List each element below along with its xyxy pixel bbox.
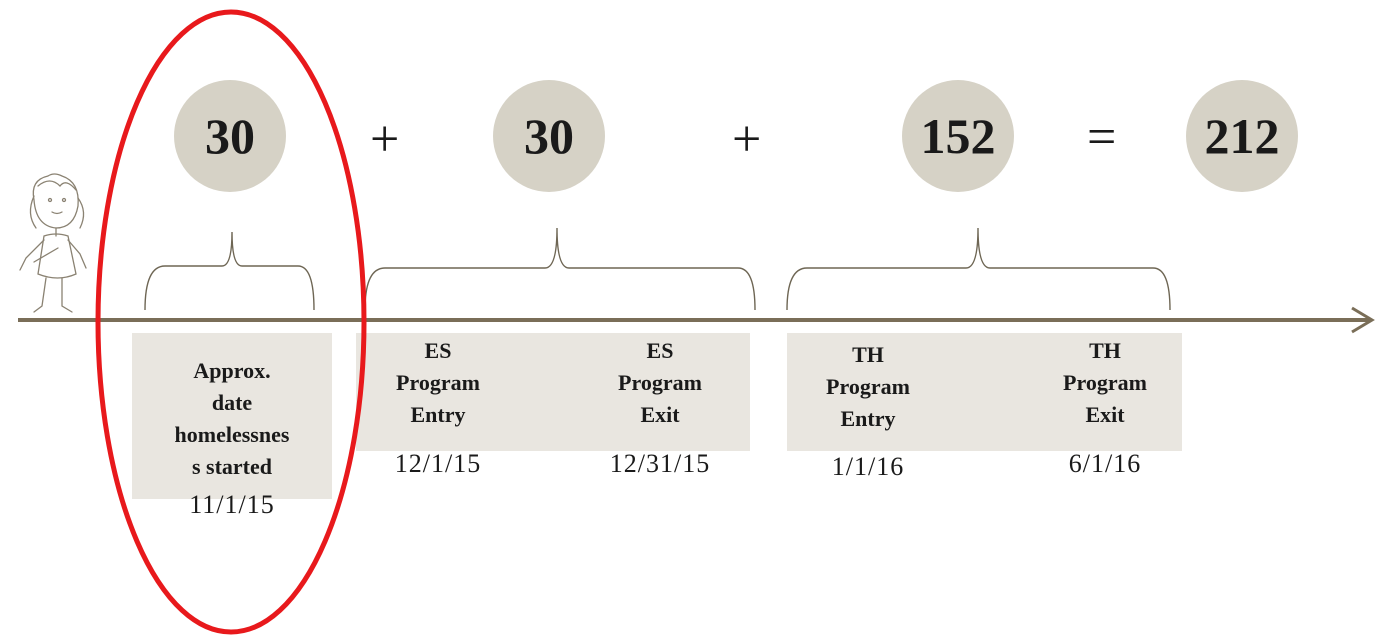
- total-circle: 212: [1186, 80, 1298, 192]
- event-box-start: [132, 333, 332, 499]
- plus-operator-1: +: [370, 111, 400, 168]
- count-circle-3: 152: [902, 80, 1014, 192]
- label-line: Exit: [640, 402, 680, 427]
- label-line: Program: [396, 370, 480, 395]
- event-label-es-exit: ES Program Exit: [600, 335, 720, 431]
- label-line: Program: [826, 374, 910, 399]
- label-line: TH: [1089, 338, 1121, 363]
- label-line: Approx.: [193, 358, 271, 383]
- equals-operator: =: [1087, 109, 1117, 166]
- event-label-es-entry: ES Program Entry: [378, 335, 498, 431]
- event-label-th-exit: TH Program Exit: [1045, 335, 1165, 431]
- count-value: 152: [920, 108, 996, 164]
- timeline-arrow: [18, 306, 1375, 334]
- label-line: Exit: [1085, 402, 1125, 427]
- person-sketch-icon: [19, 173, 87, 313]
- count-circle-2: 30: [493, 80, 605, 192]
- brace-2: [364, 227, 756, 311]
- label-line: s started: [191, 454, 273, 479]
- total-value: 212: [1204, 108, 1280, 164]
- event-label-th-entry: TH Program Entry: [808, 339, 928, 435]
- event-label-start: Approx. date homelessnes s started: [132, 355, 332, 483]
- event-date-es-exit: 12/31/15: [609, 449, 711, 478]
- label-line: Entry: [840, 406, 896, 431]
- label-line: Program: [618, 370, 702, 395]
- label-line: ES: [646, 338, 674, 363]
- count-value: 30: [524, 108, 574, 164]
- event-box-th: [787, 333, 1182, 451]
- label-line: homelessnes: [174, 422, 290, 447]
- label-line: ES: [424, 338, 452, 363]
- plus-operator-2: +: [732, 111, 762, 168]
- label-line: Program: [1063, 370, 1147, 395]
- event-date-th-exit: 6/1/16: [1068, 449, 1142, 478]
- count-circle-1: 30: [174, 80, 286, 192]
- brace-3: [786, 227, 1171, 311]
- event-date-th-entry: 1/1/16: [831, 452, 905, 481]
- highlight-ellipse: [95, 9, 367, 635]
- count-value: 30: [205, 108, 255, 164]
- event-date-start: 11/1/15: [189, 490, 275, 519]
- label-line: Entry: [410, 402, 466, 427]
- event-date-es-entry: 12/1/15: [394, 449, 482, 478]
- label-line: date: [211, 390, 253, 415]
- event-box-es: [356, 333, 750, 451]
- label-line: TH: [852, 342, 884, 367]
- brace-1: [144, 231, 315, 311]
